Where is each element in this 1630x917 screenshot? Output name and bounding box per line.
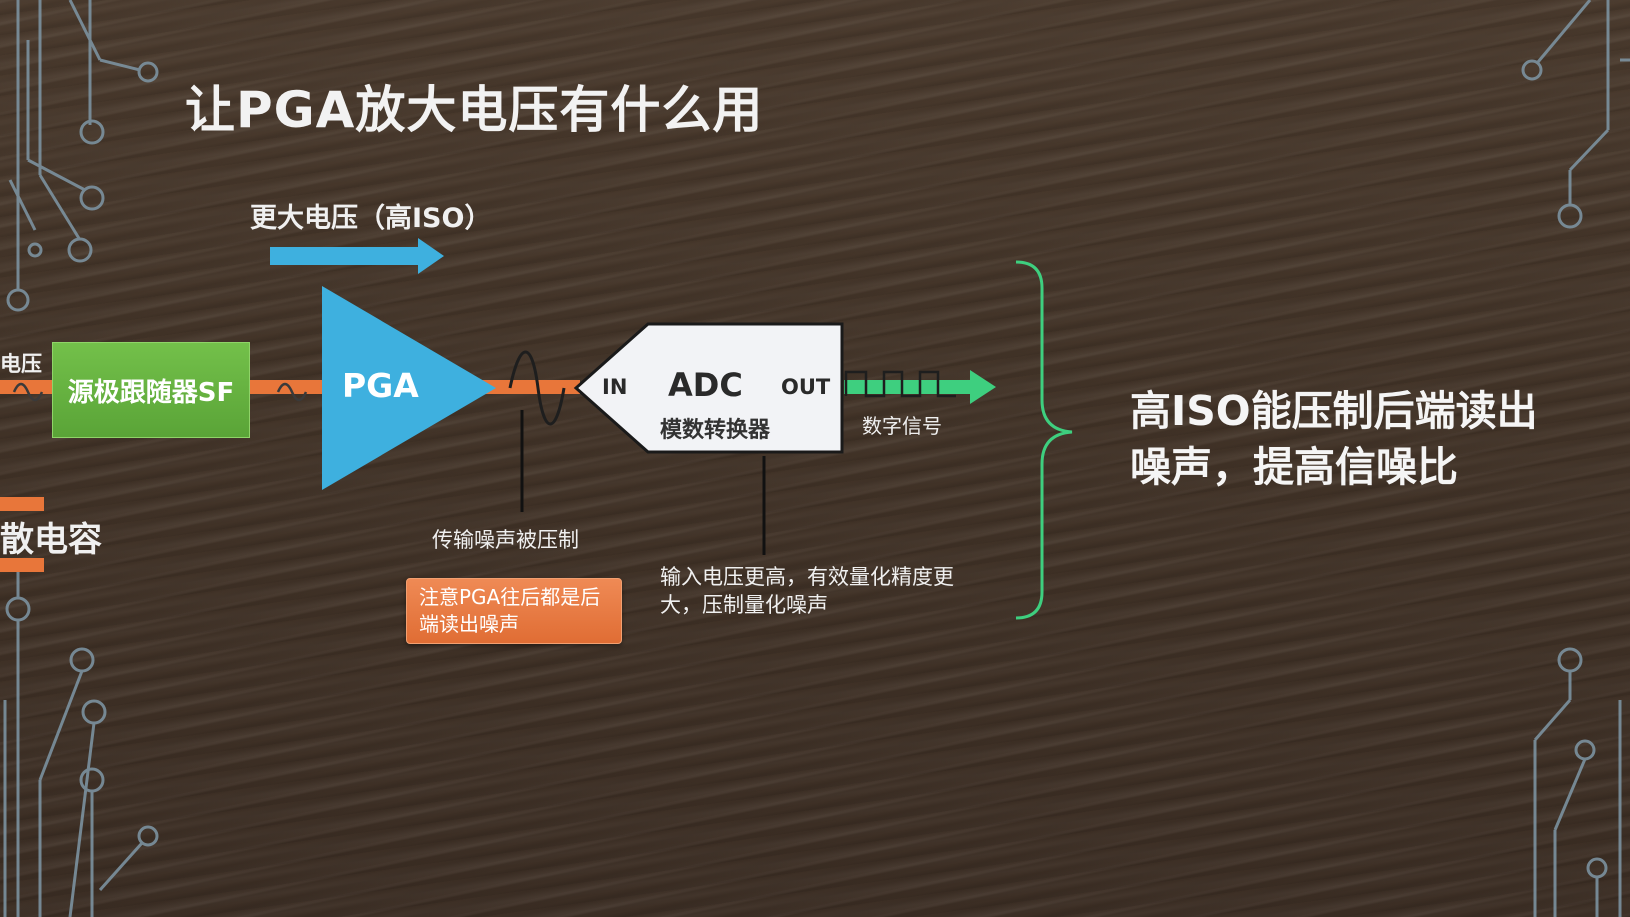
source-follower-label: 源极跟随器SF <box>67 377 235 408</box>
digital-arrow-icon <box>844 370 996 404</box>
adc-in-label: IN <box>602 375 628 399</box>
capacitor-label: 散电容 <box>0 520 102 560</box>
circuit-decoration-left-top <box>6 0 159 312</box>
small-wave-sf-out <box>276 382 308 402</box>
digital-signal-label: 数字信号 <box>862 414 942 438</box>
amplified-wave <box>508 350 566 426</box>
pga-triangle <box>322 286 496 490</box>
circuit-decoration-right-top <box>1521 0 1630 229</box>
adc-name: ADC <box>668 366 743 404</box>
capacitor-plate-top <box>0 497 44 511</box>
pga-label: PGA <box>342 366 419 405</box>
input-voltage-label: 电压 <box>0 352 42 376</box>
adc-caption: 模数转换器 <box>660 418 771 443</box>
circuit-decoration-right-bottom <box>1533 647 1622 917</box>
small-wave-input <box>12 382 44 402</box>
gain-arrow-icon <box>270 238 444 274</box>
adc-quantization-note: 输入电压更高，有效量化精度更大，压制量化噪声 <box>660 565 954 617</box>
circuit-decoration-left-bottom <box>3 560 159 917</box>
source-follower-box: 源极跟随器SF <box>52 342 250 438</box>
page-title: 让PGA放大电压有什么用 <box>185 81 764 139</box>
gain-arrow-label: 更大电压（高ISO） <box>250 203 492 234</box>
transmission-noise-label: 传输噪声被压制 <box>432 528 579 552</box>
capacitor-plate-bottom <box>0 558 44 572</box>
adc-out-label: OUT <box>781 375 831 399</box>
conclusion-text: 高ISO能压制后端读出噪声，提高信噪比 <box>1130 387 1538 491</box>
adc-block <box>573 322 844 454</box>
brace-icon <box>1015 260 1073 620</box>
backend-noise-note: 注意PGA往后都是后端读出噪声 <box>406 578 622 644</box>
